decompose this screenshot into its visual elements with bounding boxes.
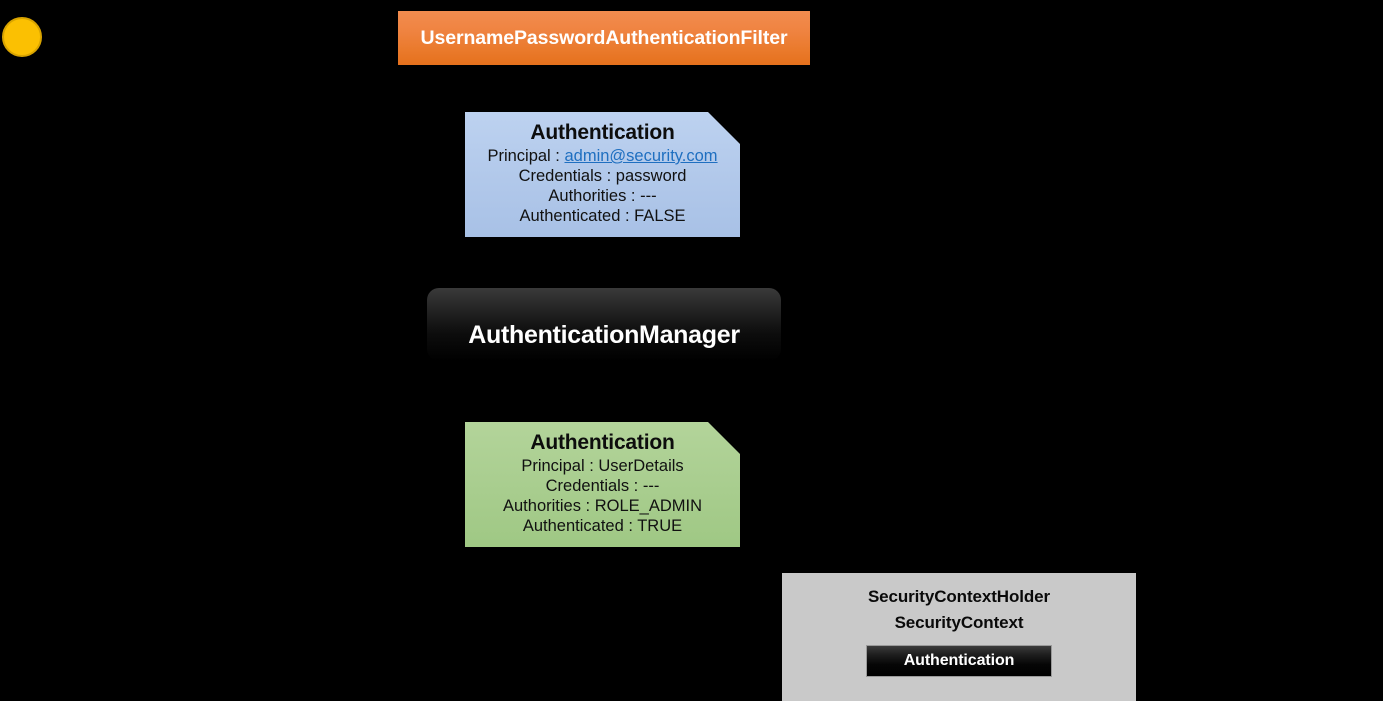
authentication-request-note[interactable]: Authentication Principal : admin@securit…	[465, 112, 740, 237]
row-label: Credentials :	[545, 477, 639, 495]
principal-email-link[interactable]: admin@security.com	[564, 147, 718, 165]
security-context-subtitle: SecurityContext	[894, 613, 1024, 632]
row-label: Authorities :	[548, 187, 636, 205]
authentication-manager-label: AuthenticationManager	[468, 321, 740, 349]
actor-dot-icon	[2, 17, 42, 57]
security-context-holder-box[interactable]: SecurityContextHolder SecurityContext Au…	[782, 573, 1136, 701]
row-label: Authorities :	[503, 497, 591, 515]
authentication-result-row-authenticated: Authenticated : TRUE	[465, 516, 740, 536]
authentication-request-row-authenticated: Authenticated : FALSE	[465, 206, 740, 226]
authentication-request-row-credentials: Credentials : password	[465, 166, 740, 186]
row-label: Authenticated :	[522, 517, 633, 535]
authentication-manager-box[interactable]: AuthenticationManager	[427, 288, 781, 361]
row-value: ---	[640, 187, 657, 205]
row-value: ---	[642, 477, 660, 495]
filter-label: UsernamePasswordAuthenticationFilter	[420, 26, 788, 49]
authentication-request-row-authorities: Authorities : ---	[465, 186, 740, 206]
authentication-request-title: Authentication	[530, 121, 675, 144]
security-context-holder-title: SecurityContextHolder	[867, 587, 1051, 606]
row-label: Principal :	[521, 457, 594, 475]
authentication-result-title: Authentication	[530, 431, 675, 454]
row-label: Credentials :	[518, 167, 612, 185]
authentication-result-row-authorities: Authorities : ROLE_ADMIN	[465, 496, 740, 516]
row-label: Authenticated :	[519, 207, 630, 225]
authentication-result-row-principal: Principal : UserDetails	[465, 456, 740, 476]
authentication-chip[interactable]: Authentication	[866, 645, 1052, 677]
authentication-chip-label: Authentication	[903, 652, 1015, 669]
row-value: FALSE	[634, 207, 686, 225]
username-password-authentication-filter-box[interactable]: UsernamePasswordAuthenticationFilter	[398, 11, 810, 65]
authentication-request-row-principal: Principal : admin@security.com	[465, 146, 740, 166]
authentication-result-row-credentials: Credentials : ---	[465, 476, 740, 496]
row-label: Principal :	[487, 147, 560, 165]
row-value: password	[615, 167, 687, 185]
row-value: TRUE	[637, 517, 683, 535]
authentication-result-note[interactable]: Authentication Principal : UserDetails C…	[465, 422, 740, 547]
row-value: ROLE_ADMIN	[594, 497, 702, 515]
row-value: UserDetails	[598, 457, 684, 475]
